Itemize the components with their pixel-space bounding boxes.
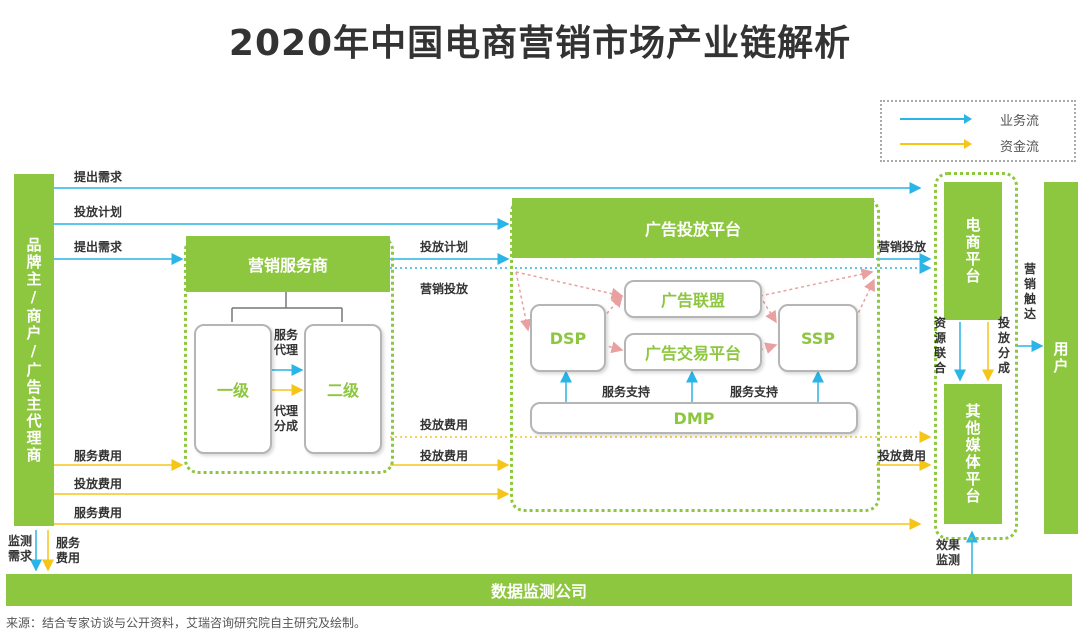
label-delivery-fee-2: 投放费用: [420, 449, 469, 463]
label-service-agency: 服务代理: [274, 328, 299, 357]
other-media-label: 其他媒体平台: [963, 403, 982, 505]
label-service-support-2: 服务支持: [730, 385, 779, 399]
label-marketing-delivery-2: 营销投放: [878, 240, 927, 254]
label-delivery-plan-1: 投放计划: [74, 205, 123, 219]
label-service-fee-2: 服务费用: [74, 506, 123, 520]
advertiser-label: 品牌主/商户/广告主代理商: [24, 236, 43, 464]
label-delivery-fee-1: 投放费用: [420, 418, 469, 432]
dsp-node: DSP: [530, 304, 606, 372]
label-service-support-1: 服务支持: [602, 385, 651, 399]
ecommerce-platform-node: 电商平台: [944, 182, 1002, 320]
marketing-service-header: 营销服务商: [186, 236, 390, 292]
label-service-fee-v: 服务费用: [56, 536, 81, 565]
label-marketing-reach: 营销触达: [1024, 262, 1037, 321]
label-resource-alliance: 资源联合: [934, 316, 947, 375]
data-monitor-node: 数据监测公司: [6, 574, 1072, 606]
label-effect-monitor: 效果监测: [936, 538, 961, 567]
media-platform-group: [934, 172, 1018, 540]
label-delivery-fee-3: 投放费用: [878, 449, 927, 463]
ad-exchange-node: 广告交易平台: [624, 333, 762, 371]
source-note: 来源：结合专家访谈与公开资料，艾瑞咨询研究院自主研究及绘制。: [6, 616, 367, 630]
label-marketing-delivery-1: 营销投放: [420, 282, 469, 296]
legend-fund-flow: 资金流: [1000, 140, 1040, 155]
label-delivery-fee-4: 投放费用: [74, 477, 123, 491]
level2-node: 二级: [304, 324, 382, 454]
other-media-node: 其他媒体平台: [944, 384, 1002, 524]
label-propose-demand-2: 提出需求: [74, 240, 123, 254]
label-agency-share: 代理分成: [274, 404, 299, 433]
legend-business-flow: 业务流: [1000, 114, 1040, 129]
label-delivery-plan-2: 投放计划: [420, 240, 469, 254]
label-monitor-demand: 监测需求: [8, 534, 33, 563]
level1-node: 一级: [194, 324, 272, 454]
user-label: 用户: [1051, 341, 1070, 375]
ssp-node: SSP: [778, 304, 858, 372]
legend: 业务流 资金流: [880, 100, 1076, 162]
ecommerce-platform-label: 电商平台: [963, 217, 982, 285]
label-propose-demand-1: 提出需求: [74, 170, 123, 184]
ad-alliance-node: 广告联盟: [624, 280, 762, 318]
advertiser-node: 品牌主/商户/广告主代理商: [14, 174, 54, 526]
label-delivery-share: 投放分成: [998, 316, 1011, 375]
user-node: 用户: [1044, 182, 1078, 534]
page-title: 2020年中国电商营销市场产业链解析: [228, 23, 852, 64]
label-service-fee-1: 服务费用: [74, 449, 123, 463]
dmp-node: DMP: [530, 402, 858, 434]
ad-platform-header: 广告投放平台: [512, 198, 874, 258]
